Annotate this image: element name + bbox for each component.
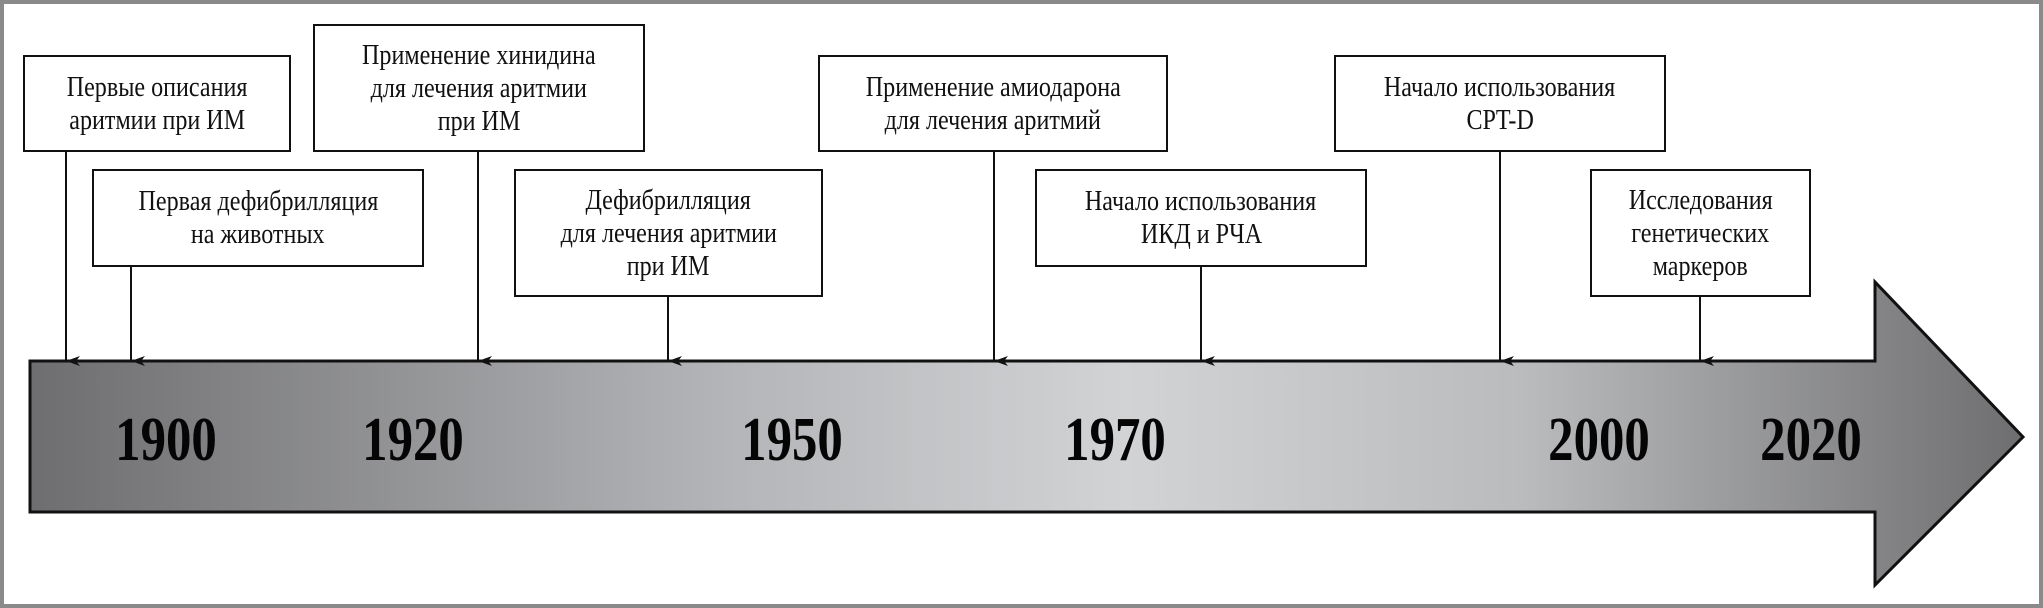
event-text: на животных bbox=[191, 219, 325, 250]
event-text: Начало использования bbox=[1384, 71, 1616, 103]
year-label: 1920 bbox=[362, 406, 464, 474]
event-text: маркеров bbox=[1652, 250, 1749, 282]
event-text: Первые описания bbox=[66, 71, 248, 103]
event-text: при ИМ bbox=[627, 250, 710, 282]
event-text: Первая дефибрилляция bbox=[138, 186, 378, 217]
year-label: 1900 bbox=[115, 406, 217, 474]
event-box-first-descriptions: Первые описания аритмии при ИМ bbox=[23, 55, 291, 152]
event-text: Дефибрилляция bbox=[585, 184, 752, 216]
event-text: Применение амиодарона bbox=[865, 71, 1121, 103]
event-box-amiodarone: Применение амиодарона для лечения аритми… bbox=[818, 55, 1168, 152]
year-label: 2020 bbox=[1760, 406, 1862, 474]
event-text: Применение хинидина bbox=[362, 39, 596, 71]
event-box-first-defibrillation: Первая дефибрилляция на животных bbox=[92, 169, 424, 267]
timeline-arrow bbox=[28, 278, 2026, 589]
event-text: для лечения аритмий bbox=[884, 104, 1102, 136]
event-box-defibrillation-mi: Дефибрилляция для лечения аритмии при ИМ bbox=[514, 169, 823, 297]
event-text: Начало использования bbox=[1085, 186, 1317, 217]
year-label: 2000 bbox=[1548, 406, 1650, 474]
event-text: CPT-D bbox=[1466, 104, 1534, 136]
event-text: Исследования bbox=[1628, 184, 1773, 216]
event-text: для лечения аритмии bbox=[370, 72, 588, 104]
event-box-genetic-markers: Исследования генетических маркеров bbox=[1590, 169, 1811, 297]
year-label: 1950 bbox=[741, 406, 843, 474]
event-text: аритмии при ИМ bbox=[69, 104, 245, 136]
event-box-crt-d: Начало использования CPT-D bbox=[1334, 55, 1666, 152]
event-text: генетических bbox=[1631, 217, 1770, 249]
event-box-icd-rfa: Начало использования ИКД и РЧА bbox=[1035, 169, 1367, 267]
event-text: при ИМ bbox=[437, 105, 521, 137]
year-label: 1970 bbox=[1064, 406, 1166, 474]
event-box-quinidine: Применение хинидина для лечения аритмии … bbox=[313, 24, 645, 152]
event-text: для лечения аритмии bbox=[560, 217, 777, 249]
event-text: ИКД и РЧА bbox=[1140, 219, 1262, 250]
